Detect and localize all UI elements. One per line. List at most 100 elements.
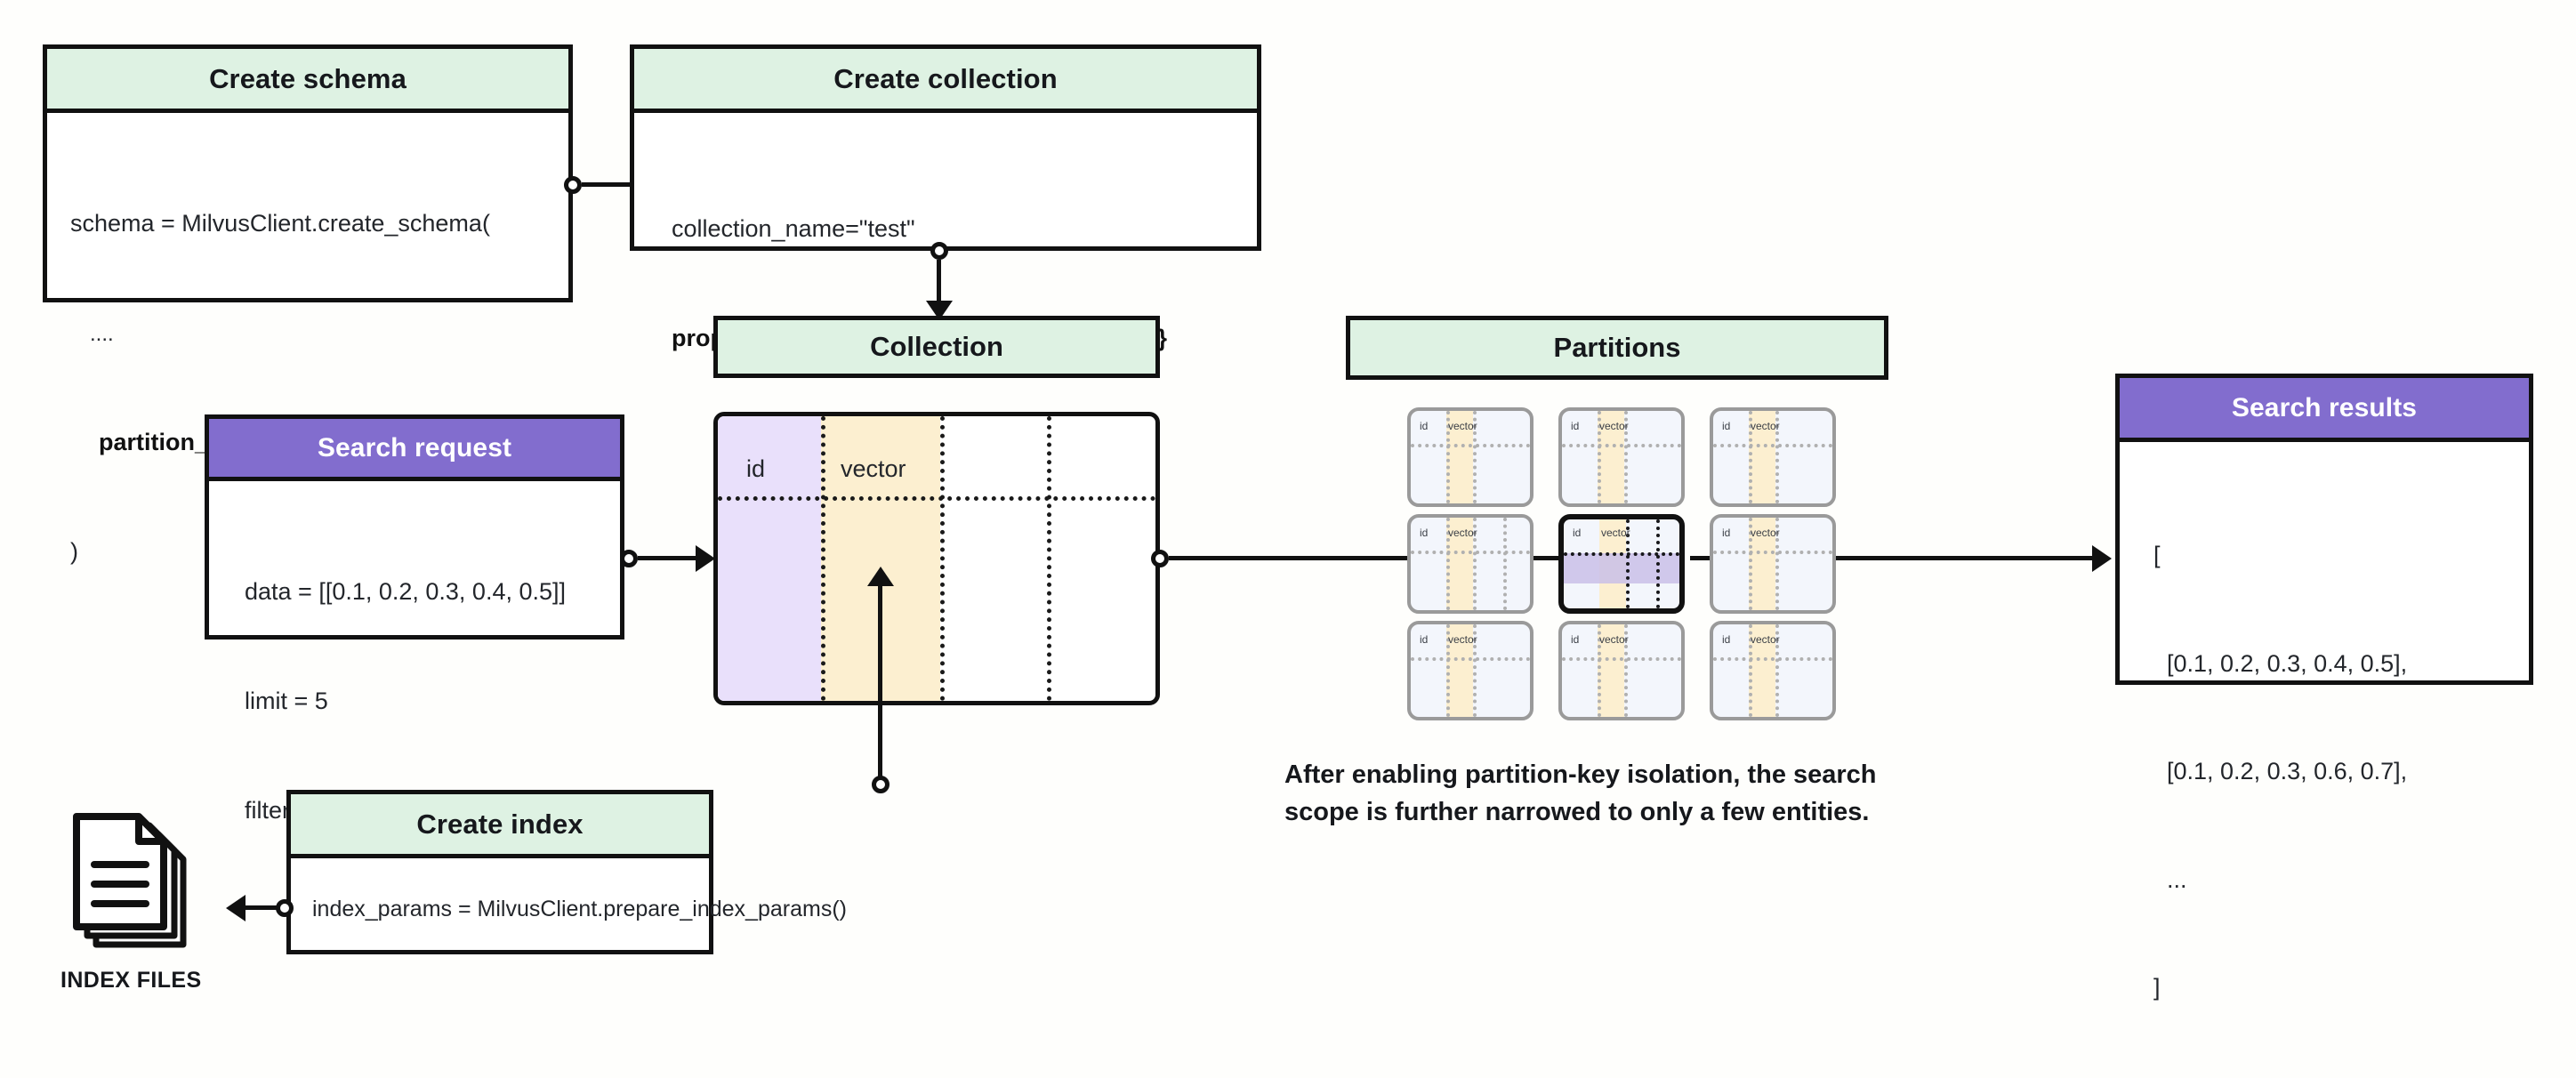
create-collection-line-1: collection_name="test" [672,215,915,243]
connector-dot-collection-right [1151,550,1169,567]
partition-cell[interactable]: id vector [1407,407,1534,507]
partition-label-id: id [1420,633,1429,646]
partition-vector-column [1749,411,1775,503]
partition-divider-extra [1656,519,1660,608]
partition-row-divider [1713,551,1832,554]
collection-banner: Collection [713,316,1160,378]
connector-dot-create-index [872,776,890,793]
partition-divider-right [1473,624,1477,717]
index-files-icon [73,813,187,948]
collection-row-divider [718,496,1155,501]
collection-table: id vector [713,412,1160,705]
partition-cell-selected[interactable]: id vector [1558,514,1685,614]
partition-divider-left [1749,411,1752,503]
partition-vector-column [1749,624,1775,717]
partition-label-id: id [1573,527,1582,539]
collection-divider-1 [821,416,825,701]
collection-divider-2 [940,416,945,701]
partition-row-divider [1562,657,1681,661]
search-results-title: Search results [2120,378,2529,442]
arrow-search-to-collection [696,545,715,572]
partition-divider-left [1446,624,1450,717]
partition-label-id: id [1722,527,1731,539]
partition-divider-right [1473,411,1477,503]
connector-line-collection-down [937,260,941,306]
partition-cell[interactable]: id vector [1558,407,1685,507]
partition-row-divider [1411,444,1530,447]
connector-line-partitions-to-results [1690,556,2105,560]
connector-line-search-to-collection [638,556,698,560]
partition-vector-column [1446,518,1473,610]
search-request-title: Search request [209,419,620,481]
arrow-index-to-collection [867,567,894,586]
connector-dot-schema [564,176,582,194]
partition-row-divider [1411,657,1530,661]
partition-label-vector: vector [1599,633,1629,646]
create-collection-title: Create collection [634,49,1257,113]
partition-row-divider [1411,551,1530,554]
partition-cell[interactable]: id vector [1558,621,1685,720]
partition-row-divider [1562,444,1681,447]
partition-cell[interactable]: id vector [1710,407,1836,507]
partition-divider-right [1775,411,1779,503]
partition-cell[interactable]: id vector [1407,514,1534,614]
partition-divider-left [1446,518,1450,610]
search-results-line-4: ... [2153,865,2187,893]
partition-divider-left [1749,624,1752,717]
create-schema-title: Create schema [47,49,568,113]
search-results-line-5: ] [2153,974,2161,1001]
partition-isolation-caption: After enabling partition-key isolation, … [1284,760,1877,827]
partition-match-band [1564,553,1679,583]
connector-line-index-to-collection [878,583,882,783]
index-files-group: INDEX FILES [60,809,265,1005]
search-results-node: Search results [ [0.1, 0.2, 0.3, 0.4, 0.… [2115,374,2533,1001]
partition-label-vector: vector [1448,527,1477,539]
create-index-body: index_params = MilvusClient.prepare_inde… [291,858,847,959]
search-request-node: Search request data = [[0.1, 0.2, 0.3, 0… [205,414,624,824]
partition-vector-column [1446,411,1473,503]
connector-line-collection-to-partitions [1169,556,1398,560]
create-index-line-1: index_params = MilvusClient.prepare_inde… [312,896,847,921]
partition-divider-extra [1503,518,1507,610]
collection-column-label-vector: vector [841,455,906,482]
partition-label-vector: vector [1751,633,1780,646]
partition-divider-right [1624,624,1628,717]
partition-divider-left [1598,411,1601,503]
partition-label-id: id [1571,633,1580,646]
partition-label-id: id [1571,420,1580,432]
search-results-line-2: [0.1, 0.2, 0.3, 0.4, 0.5], [2153,649,2408,677]
search-request-line-1: data = [[0.1, 0.2, 0.3, 0.4, 0.5]] [245,578,567,606]
partition-divider-right [1473,518,1477,610]
diagram-canvas: Create schema schema = MilvusClient.crea… [43,44,2533,1005]
partition-vector-column [1598,411,1624,503]
partition-vector-column [1749,518,1775,610]
partition-label-id: id [1722,420,1731,432]
arrow-index-to-files [226,895,246,921]
partition-cell[interactable]: id vector [1407,621,1534,720]
partition-label-id: id [1420,527,1429,539]
connector-line-index-to-files [242,905,279,910]
create-schema-line-2: .... [90,322,114,347]
partition-label-vector: vector [1751,420,1780,432]
create-schema-line-1: schema = MilvusClient.create_schema( [70,210,490,237]
partition-label-vector: vector [1601,527,1630,539]
search-request-line-2: limit = 5 [245,688,328,715]
partition-vector-column [1598,624,1624,717]
partition-divider-right [1624,411,1628,503]
partition-cell[interactable]: id vector [1710,514,1836,614]
partition-cell[interactable]: id vector [1710,621,1836,720]
create-index-title: Create index [291,794,709,858]
partition-divider-right [1775,624,1779,717]
partition-divider-left [1598,624,1601,717]
partition-divider-left [1749,518,1752,610]
partition-row-divider [1564,552,1679,556]
partition-divider-left [1446,411,1450,503]
partition-divider-right [1626,519,1630,608]
search-results-line-1: [ [2153,542,2161,568]
collection-id-column [718,416,821,701]
partition-row-divider [1713,444,1832,447]
arrow-collection-down [926,301,953,320]
partition-row-divider [1713,657,1832,661]
partition-label-vector: vector [1448,420,1477,432]
arrow-to-search-results [2092,545,2112,572]
